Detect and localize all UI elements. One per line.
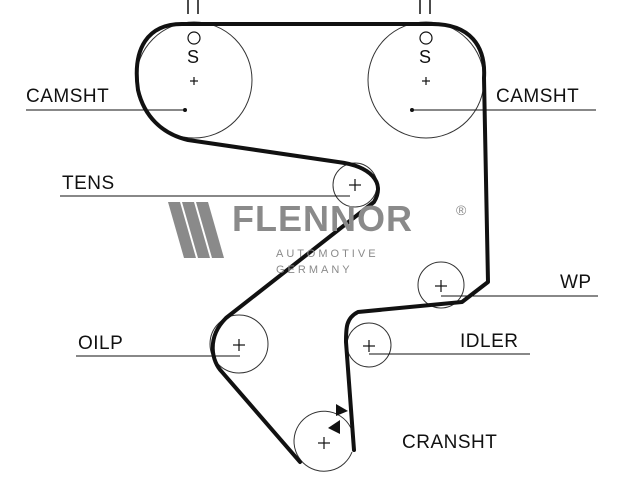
label-camshaft-right: CAMSHT	[496, 86, 580, 107]
timing-dot-right-icon	[419, 31, 433, 45]
crankshaft-arrow-upper-icon	[336, 404, 348, 416]
oil-pump-pulley	[209, 314, 269, 374]
timing-dot-left-icon	[187, 31, 201, 45]
logo-brand: FLENNOR	[232, 198, 413, 239]
label-crankshaft: CRANSHT	[402, 432, 498, 453]
timing-belt	[180, 22, 490, 452]
label-water-pump: WP	[560, 272, 592, 293]
timing-s-right: S	[419, 47, 432, 67]
plus-marks-icon	[190, 77, 447, 449]
water-pump-pulley	[417, 261, 465, 309]
label-tensioner: TENS	[62, 173, 115, 194]
timing-tick-left-icon	[187, 0, 199, 14]
timing-s-left: S	[187, 47, 200, 67]
crankshaft-pulley	[293, 410, 355, 472]
label-camshaft-left: CAMSHT	[26, 86, 110, 107]
label-idler: IDLER	[460, 331, 519, 352]
timing-tick-right-icon	[419, 0, 431, 14]
logo-line1: AUTOMOTIVE	[276, 248, 379, 260]
flennor-logo-mark-icon	[168, 202, 224, 258]
crankshaft-arrow-lower-icon	[328, 420, 340, 434]
logo-line2: GERMANY	[276, 264, 353, 276]
timing-belt-left-run	[134, 22, 380, 464]
label-oil-pump: OILP	[78, 333, 124, 354]
logo-registered: ®	[456, 202, 467, 218]
leader-lines	[26, 109, 598, 357]
